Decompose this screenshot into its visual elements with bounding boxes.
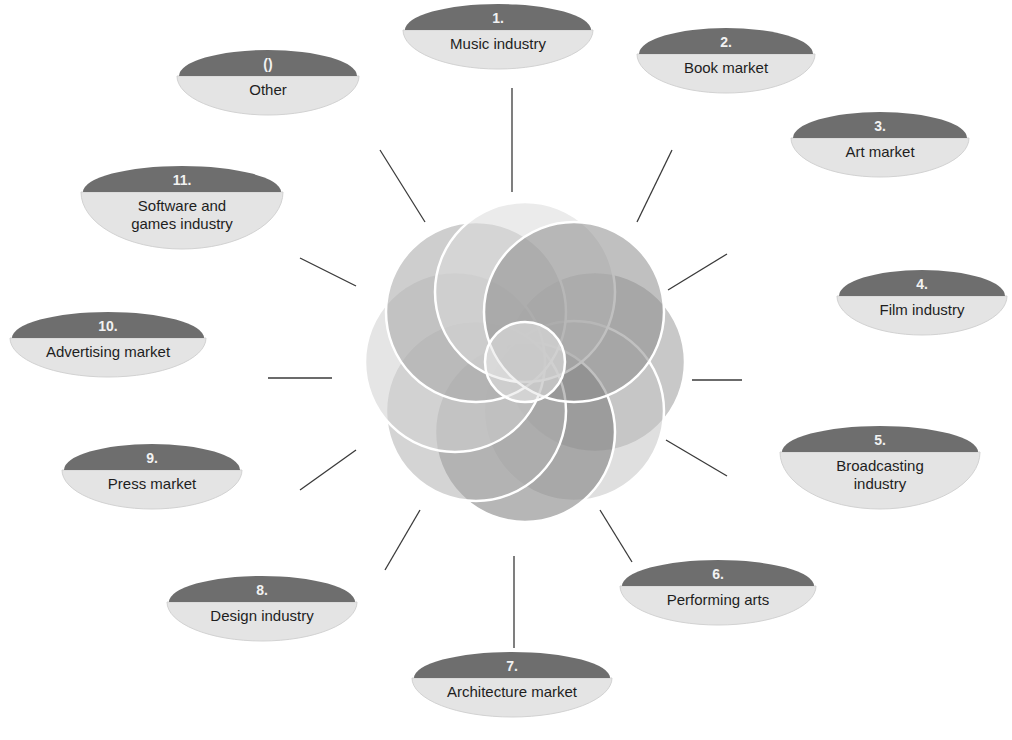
node-body	[81, 192, 283, 249]
callout-number: 5.	[780, 428, 980, 452]
industry-node: 5.Broadcasting industry	[780, 428, 980, 509]
leader-line	[268, 377, 332, 378]
node-body	[837, 296, 1007, 335]
industry-label: Architecture market	[425, 678, 600, 717]
callout-number: 6.	[620, 562, 816, 586]
industry-node: 3.Art market	[791, 114, 969, 177]
industry-label: Music industry	[418, 30, 578, 69]
industry-label: Performing arts	[658, 586, 778, 625]
leader-line	[380, 150, 425, 222]
callout-number: 11.	[81, 168, 283, 192]
leader-line	[666, 440, 727, 476]
leader-line	[637, 150, 672, 222]
leader-line	[692, 379, 742, 380]
node-body	[403, 30, 593, 69]
leader-line	[300, 258, 356, 286]
industry-node: 2.Book market	[637, 30, 815, 93]
industry-node: 1.Music industry	[403, 6, 593, 69]
industry-node: 6.Performing arts	[620, 562, 816, 625]
logo-center	[485, 322, 565, 402]
node-body	[412, 678, 612, 717]
leader-line	[511, 88, 512, 192]
callout-number: 1.	[403, 6, 593, 30]
industry-label: Design industry	[182, 602, 342, 641]
industry-node: 10.Advertising market	[10, 314, 206, 377]
node-body	[167, 602, 357, 641]
industry-node: 11.Software and games industry	[81, 168, 283, 249]
industry-label: Software and games industry	[117, 192, 247, 249]
industry-label: Press market	[77, 470, 227, 509]
industry-node: 7.Architecture market	[412, 654, 612, 717]
industry-label: Art market	[805, 138, 955, 177]
industry-node: 9.Press market	[62, 446, 242, 509]
leader-line	[300, 450, 356, 490]
node-body	[780, 452, 980, 509]
node-body	[10, 338, 206, 377]
callout-number: 9.	[62, 446, 242, 470]
callout-number: 10.	[10, 314, 206, 338]
flower-logo	[365, 202, 685, 522]
callout-number: 2.	[637, 30, 815, 54]
leader-line	[668, 254, 727, 290]
industry-label: Broadcasting industry	[820, 452, 940, 509]
callout-number: 7.	[412, 654, 612, 678]
node-body	[62, 470, 242, 509]
industry-label: Other	[193, 76, 343, 115]
industry-label: Advertising market	[23, 338, 193, 377]
leader-line	[385, 510, 420, 570]
callout-number: 8.	[167, 578, 357, 602]
industry-node: 8.Design industry	[167, 578, 357, 641]
callout-number: ()	[177, 52, 359, 76]
leader-line	[513, 556, 514, 648]
node-body	[620, 586, 816, 625]
node-body	[791, 138, 969, 177]
industry-label: Book market	[651, 54, 801, 93]
logo-petal	[484, 222, 664, 402]
industry-node: 4.Film industry	[837, 272, 1007, 335]
leader-line	[600, 510, 632, 562]
node-body	[637, 54, 815, 93]
industry-node: ()Other	[177, 52, 359, 115]
callout-number: 3.	[791, 114, 969, 138]
industry-label: Film industry	[852, 296, 992, 335]
callout-number: 4.	[837, 272, 1007, 296]
node-body	[177, 76, 359, 115]
